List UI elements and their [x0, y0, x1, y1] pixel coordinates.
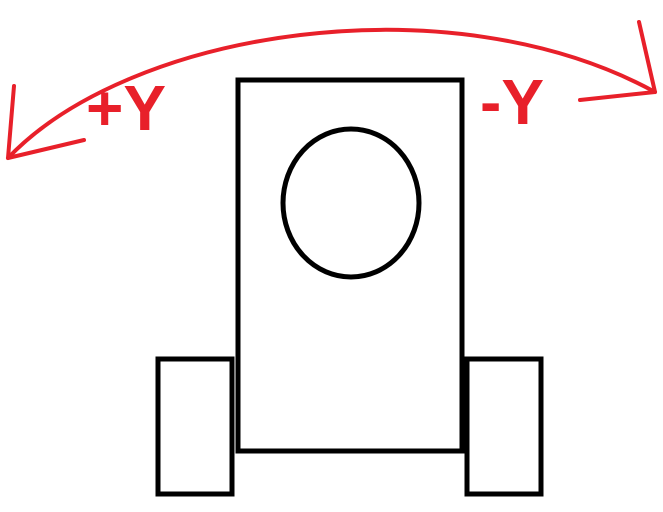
rotation-arc [6, 27, 657, 160]
right-arrowhead [578, 20, 657, 102]
left-wheel [155, 356, 235, 497]
plus-y-label: +Y [86, 72, 167, 144]
robot-body [235, 77, 465, 454]
robot-sensor-circle [280, 126, 422, 280]
right-wheel [464, 356, 544, 497]
minus-y-label: -Y [480, 66, 544, 138]
left-arrowhead [6, 84, 86, 160]
